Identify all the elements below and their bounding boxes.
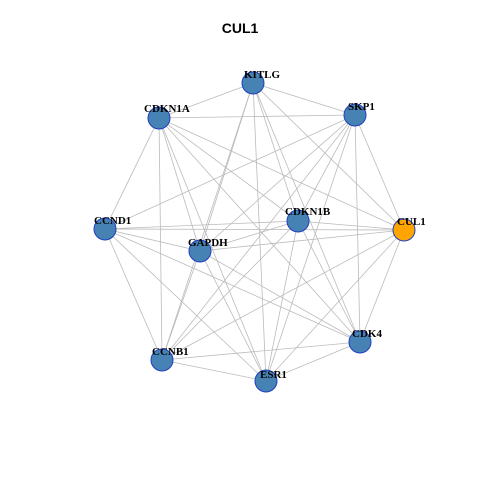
edge-skp1-ccnd1 — [104, 114, 356, 230]
edge-kitlg-ccnb1 — [161, 82, 254, 361]
edge-skp1-gapdh — [199, 114, 356, 252]
node-cdkn1b — [286, 209, 310, 233]
edge-cdk4-ccnb1 — [161, 341, 361, 361]
edge-ccnb1-esr1 — [161, 359, 267, 382]
edge-cdk4-esr1 — [265, 341, 361, 382]
edge-kitlg-cdkn1b — [252, 82, 299, 222]
node-label-cdkn1b: CDKN1B — [285, 206, 331, 218]
node-skp1 — [343, 103, 367, 127]
node-label-cdk4: CDK4 — [352, 328, 382, 340]
edge-skp1-ccnb1 — [161, 114, 356, 361]
edge-cdkn1a-ccnb1 — [158, 117, 163, 361]
edge-cul1-cdk4 — [359, 229, 405, 343]
edge-ccnd1-ccnb1 — [104, 228, 163, 361]
edge-cul1-ccnb1 — [161, 229, 405, 361]
edge-cdkn1a-ccnd1 — [104, 117, 160, 230]
node-kitlg — [241, 71, 265, 95]
edge-kitlg-cdkn1a — [158, 82, 254, 119]
edge-ccnd1-esr1 — [104, 228, 267, 382]
edge-kitlg-esr1 — [252, 82, 267, 382]
edge-layer — [104, 82, 405, 382]
edge-gapdh-ccnb1 — [161, 250, 201, 361]
edge-skp1-cdk4 — [354, 114, 361, 343]
node-cul1 — [392, 218, 416, 242]
node-cdkn1a — [147, 106, 171, 130]
edge-cdkn1a-cdk4 — [158, 117, 361, 343]
edge-skp1-cdkn1a — [158, 114, 356, 119]
node-gapdh — [188, 239, 212, 263]
node-label-kitlg: KITLG — [244, 69, 281, 81]
edge-cdkn1a-cul1 — [158, 117, 405, 231]
edge-cdkn1b-gapdh — [199, 220, 299, 252]
edge-gapdh-cdk4 — [199, 250, 361, 343]
node-label-cul1: CUL1 — [397, 216, 426, 228]
edge-cdkn1b-cdk4 — [297, 220, 361, 343]
node-ccnd1 — [93, 217, 117, 241]
node-label-ccnb1: CCNB1 — [152, 346, 189, 358]
edge-gapdh-esr1 — [199, 250, 267, 382]
edge-ccnd1-cul1 — [104, 228, 405, 231]
edge-cdkn1b-esr1 — [265, 220, 299, 382]
node-esr1 — [254, 369, 278, 393]
node-label-cdkn1a: CDKN1A — [144, 103, 190, 115]
node-cdk4 — [348, 330, 372, 354]
edge-cdkn1b-cul1 — [297, 220, 405, 231]
edge-cdkn1a-gapdh — [158, 117, 201, 252]
edge-ccnd1-cdk4 — [104, 228, 361, 343]
node-ccnb1 — [150, 348, 174, 372]
edge-cdkn1b-ccnb1 — [161, 220, 299, 361]
node-label-skp1: SKP1 — [348, 101, 375, 113]
node-label-esr1: ESR1 — [260, 369, 287, 381]
edge-kitlg-skp1 — [252, 82, 356, 116]
edge-cul1-esr1 — [265, 229, 405, 382]
edge-skp1-cdkn1b — [297, 114, 356, 222]
edge-ccnd1-gapdh — [104, 228, 201, 252]
node-label-gapdh: GAPDH — [188, 237, 228, 249]
graph-title: CUL1 — [221, 20, 259, 36]
edge-kitlg-cdk4 — [252, 82, 361, 343]
edge-cul1-gapdh — [199, 229, 405, 252]
edge-ccnd1-cdkn1b — [104, 220, 299, 230]
edge-cdkn1a-cdkn1b — [158, 117, 299, 222]
edge-skp1-esr1 — [265, 114, 356, 382]
node-label-ccnd1: CCND1 — [94, 215, 131, 227]
edge-skp1-cul1 — [354, 114, 405, 231]
edge-kitlg-cul1 — [252, 82, 405, 231]
node-layer — [93, 71, 416, 393]
